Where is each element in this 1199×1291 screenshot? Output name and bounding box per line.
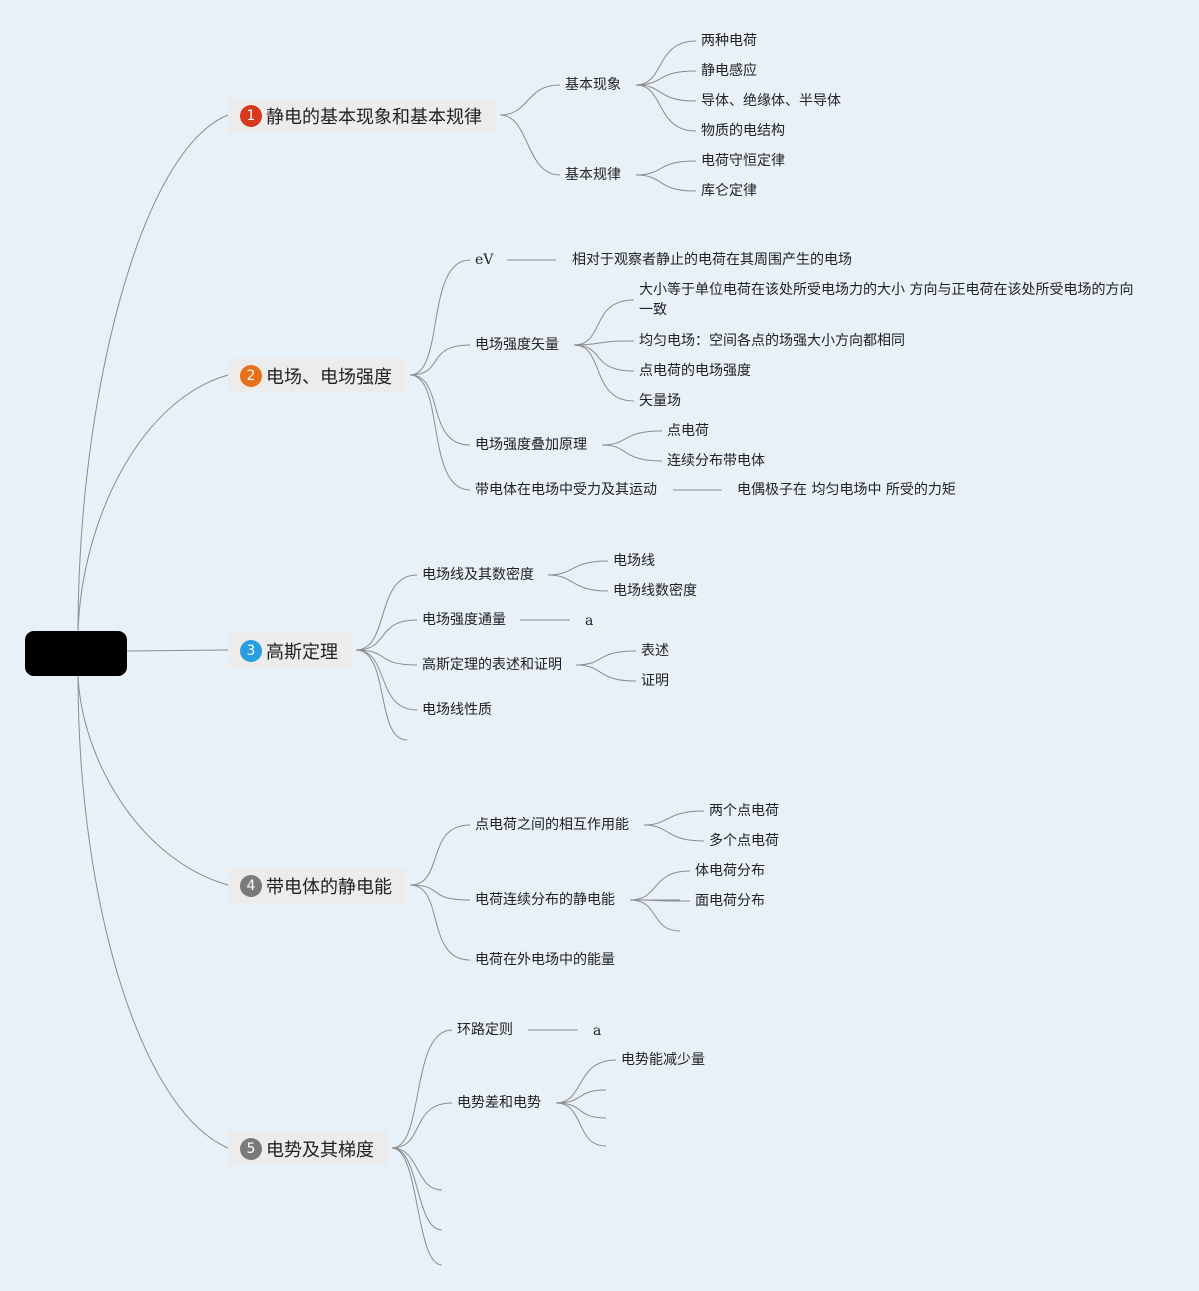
topic-loop-theorem[interactable]: 环路定则 xyxy=(457,1022,513,1038)
leaf[interactable]: 电偶极子在 均匀电场中 所受的力矩 xyxy=(737,482,956,498)
link-root-b5 xyxy=(77,675,229,1149)
topic-interaction-energy[interactable]: 点电荷之间的相互作用能 xyxy=(475,817,629,833)
branch-3-topic[interactable]: 3 高斯定理 xyxy=(228,633,352,668)
leaf[interactable]: a xyxy=(593,1023,602,1039)
leaf[interactable]: 连续分布带电体 xyxy=(667,453,765,469)
leaf[interactable]: 表述 xyxy=(641,643,669,659)
leaf[interactable]: 导体、绝缘体、半导体 xyxy=(701,93,841,109)
topic-label: 电场、电场强度 xyxy=(266,366,392,388)
leaf[interactable]: 电势能减少量 xyxy=(621,1052,705,1068)
topic-label: 电势及其梯度 xyxy=(266,1139,374,1161)
number-badge: 2 xyxy=(240,364,262,387)
branch-2-topic[interactable]: 2 电场、电场强度 xyxy=(228,358,406,393)
leaf[interactable]: 静电感应 xyxy=(701,63,757,79)
link-root-b4 xyxy=(77,675,229,886)
leaf[interactable]: 大小等于单位电荷在该处所受电场力的大小 方向与正电荷在该处所受电场的方向一致 xyxy=(639,282,1134,318)
branch-5-topic[interactable]: 5 电势及其梯度 xyxy=(228,1131,388,1166)
topic-basic-phenomena[interactable]: 基本现象 xyxy=(565,77,621,93)
leaf[interactable]: 电场线数密度 xyxy=(613,583,697,599)
root-node[interactable] xyxy=(25,631,127,676)
topic-flux[interactable]: 电场强度通量 xyxy=(422,612,506,628)
topic-label: 带电体的静电能 xyxy=(266,876,392,898)
link-root-b3 xyxy=(126,649,229,652)
number-badge: 4 xyxy=(240,874,262,897)
leaf[interactable]: 两种电荷 xyxy=(701,33,757,49)
topic-field-line-properties[interactable]: 电场线性质 xyxy=(422,702,492,718)
leaf[interactable]: 均匀电场：空间各点的场强大小方向都相同 xyxy=(639,333,905,349)
leaf[interactable]: 点电荷的电场强度 xyxy=(639,363,751,379)
topic-gauss-proof[interactable]: 高斯定理的表述和证明 xyxy=(422,657,562,673)
leaf[interactable]: 证明 xyxy=(641,673,669,689)
leaf[interactable]: 体电荷分布 xyxy=(695,863,765,879)
leaf[interactable]: 电荷守恒定律 xyxy=(701,153,785,169)
number-badge: 1 xyxy=(240,104,262,127)
topic-label: 高斯定理 xyxy=(266,641,338,663)
leaf[interactable]: 点电荷 xyxy=(667,423,709,439)
leaf[interactable]: a xyxy=(585,613,594,629)
leaf[interactable]: 库仑定律 xyxy=(701,183,757,199)
leaf[interactable]: 相对于观察者静止的电荷在其周围产生的电场 xyxy=(572,252,852,268)
leaf[interactable]: 物质的电结构 xyxy=(701,123,785,139)
number-badge: 3 xyxy=(240,639,262,662)
topic-continuous-energy[interactable]: 电荷连续分布的静电能 xyxy=(475,892,615,908)
topic-field-strength-vector[interactable]: 电场强度矢量 xyxy=(475,337,559,353)
topic-superposition[interactable]: 电场强度叠加原理 xyxy=(475,437,587,453)
branch-1-topic[interactable]: 1 静电的基本现象和基本规律 xyxy=(228,98,496,133)
branch-4-topic[interactable]: 4 带电体的静电能 xyxy=(228,868,406,903)
leaf[interactable]: 两个点电荷 xyxy=(709,803,779,819)
topic-external-field-energy[interactable]: 电荷在外电场中的能量 xyxy=(475,952,615,968)
topic-basic-laws[interactable]: 基本规律 xyxy=(565,167,621,183)
topic-label: 静电的基本现象和基本规律 xyxy=(266,106,482,128)
topic-field-lines[interactable]: 电场线及其数密度 xyxy=(422,567,534,583)
leaf[interactable]: 面电荷分布 xyxy=(695,893,765,909)
link-root-b2 xyxy=(77,374,229,632)
link-root-b1 xyxy=(77,114,229,632)
link-b1-l1 xyxy=(499,84,561,116)
topic-potential-difference[interactable]: 电势差和电势 xyxy=(457,1095,541,1111)
topic-charged-body-motion[interactable]: 带电体在电场中受力及其运动 xyxy=(475,482,657,498)
leaf[interactable]: 多个点电荷 xyxy=(709,833,779,849)
link-b1-l2 xyxy=(499,114,561,176)
leaf[interactable]: 电场线 xyxy=(613,553,655,569)
leaf[interactable]: 矢量场 xyxy=(639,393,681,409)
number-badge: 5 xyxy=(240,1137,262,1160)
topic-ev[interactable]: eV xyxy=(475,252,494,268)
